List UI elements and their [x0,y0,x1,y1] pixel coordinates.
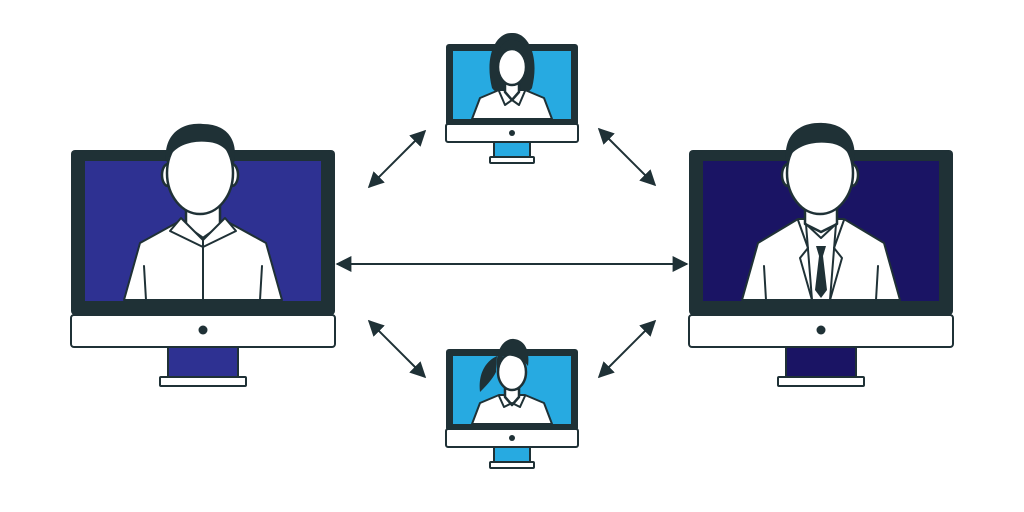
connection-left-bottom [367,319,427,379]
man-suit-figure [741,122,901,301]
bottom-monitor-stand [493,446,531,463]
man-shirt-figure [123,123,283,301]
left-monitor-stand [167,346,239,378]
right-monitor-base [777,376,865,387]
top-monitor-base [489,156,535,164]
connections [335,127,689,379]
bottom-monitor [445,338,579,469]
bottom-monitor-base [489,461,535,469]
connection-right-bottom [597,319,657,379]
connection-left-top [367,129,427,189]
right-monitor [688,122,954,387]
top-monitor [445,32,579,164]
woman-long-hair-figure [471,32,553,120]
left-monitor-base [159,376,247,387]
top-monitor-power-dot [509,130,515,136]
left-monitor [70,123,336,387]
woman-ponytail-figure [471,338,553,425]
bottom-monitor-power-dot [509,435,515,441]
left-monitor-power-dot [198,325,208,335]
top-monitor-stand [493,141,531,158]
tie-icon [815,246,827,298]
right-monitor-power-dot [816,325,826,335]
connection-right-top [597,127,657,187]
right-monitor-stand [785,346,857,378]
